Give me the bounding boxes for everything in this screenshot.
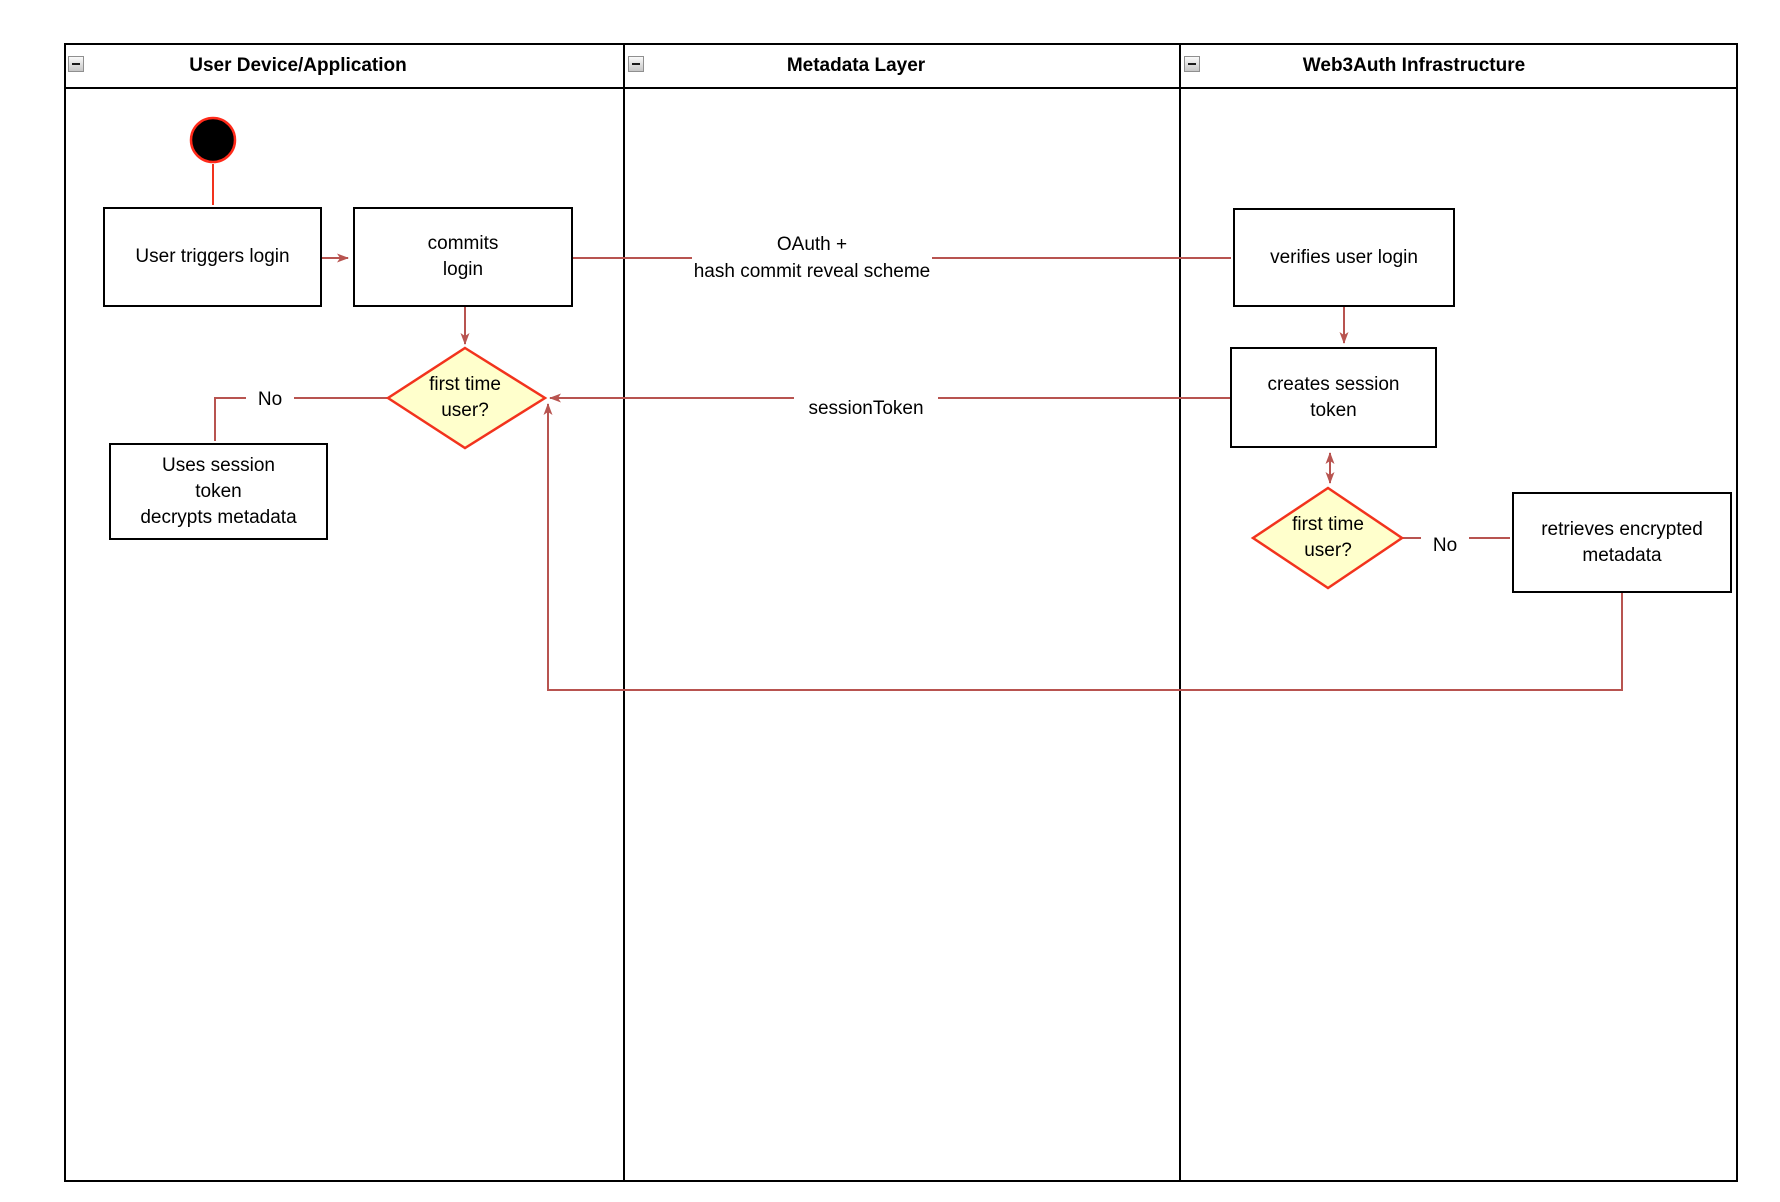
lane-title-user-device: User Device/Application: [189, 55, 407, 76]
start-state-circle: [189, 116, 237, 164]
collapse-lane-user-device-button[interactable]: [68, 56, 84, 72]
node-verifies-user-login: verifies user login: [1233, 208, 1455, 307]
node-uses-session-token: Uses session token decrypts metadata: [109, 443, 328, 540]
node-label: retrieves encrypted metadata: [1541, 518, 1703, 566]
edge-label-session-token: sessionToken: [794, 395, 938, 422]
node-user-triggers-login: User triggers login: [103, 207, 322, 307]
node-label: Uses session token decrypts metadata: [140, 454, 297, 528]
decision-first-time-user-device: [385, 346, 548, 450]
edge-label-no-infra: No: [1421, 532, 1469, 559]
node-commits-login: commits login: [353, 207, 573, 307]
edge-label-no-device: No: [246, 386, 294, 413]
node-retrieves-encrypted-metadata: retrieves encrypted metadata: [1512, 492, 1732, 593]
lane-title-web3auth-infrastructure: Web3Auth Infrastructure: [1302, 55, 1526, 76]
connector-no-to-uses-session-token: [214, 397, 388, 441]
node-label: creates session token: [1267, 373, 1400, 421]
lane-header-underline: [64, 87, 1738, 89]
lane-title-metadata-layer: Metadata Layer: [786, 55, 926, 76]
edge-label-oauth: OAuth + hash commit reveal scheme: [692, 231, 932, 285]
minus-icon: [632, 63, 640, 65]
collapse-lane-metadata-layer-button[interactable]: [628, 56, 644, 72]
node-creates-session-token: creates session token: [1230, 347, 1437, 448]
minus-icon: [72, 63, 80, 65]
node-label: verifies user login: [1270, 246, 1418, 268]
lane-divider-2: [1179, 43, 1181, 1182]
collapse-lane-web3auth-button[interactable]: [1184, 56, 1200, 72]
decision-first-time-user-infra: [1250, 486, 1405, 590]
lane-divider-1: [623, 43, 625, 1182]
connector-retrieves-to-decision-feedback: [543, 403, 1623, 691]
decision-label-first-time-user-device: first time user?: [429, 374, 501, 421]
node-label: User triggers login: [135, 246, 290, 267]
minus-icon: [1188, 63, 1196, 65]
decision-label-first-time-user-infra: first time user?: [1292, 514, 1364, 561]
node-label: commits login: [427, 233, 499, 280]
